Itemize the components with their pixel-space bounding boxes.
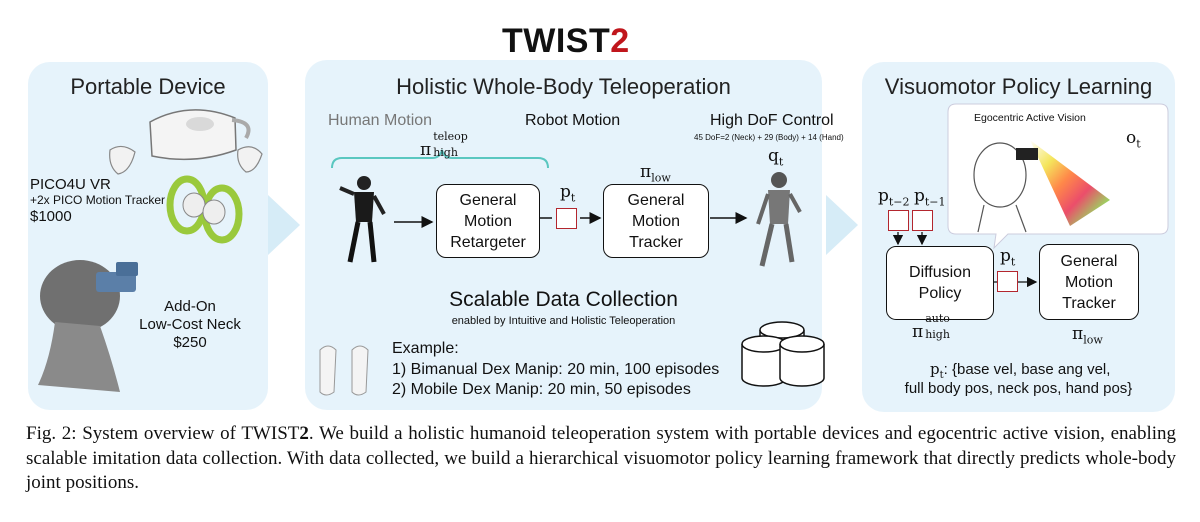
pt-definition-line1: pt: {base vel, base ang vel, <box>930 360 1111 381</box>
teleoperation-panel <box>305 60 822 410</box>
example-1: 1) Bimanual Dex Manip: 20 min, 100 episo… <box>392 361 720 378</box>
vr-controller-icon <box>109 145 263 175</box>
policy-learning-title: Visuomotor Policy Learning <box>884 74 1153 99</box>
teleop-brace <box>331 149 549 169</box>
p-t-right: pt <box>1000 246 1016 269</box>
pi-low-mid: πlow <box>640 162 671 185</box>
human-motion-label: Human Motion <box>328 112 433 129</box>
pt-marker-mid <box>556 208 577 229</box>
pt-minus2-marker <box>888 210 909 231</box>
robot-figure-icon <box>756 172 802 267</box>
scalable-subtitle: enabled by Intuitive and Holistic Teleop… <box>451 315 676 327</box>
dof-note: 45 DoF=2 (Neck) + 29 (Body) + 14 (Hand) <box>694 133 844 142</box>
title-suffix: 2 <box>610 22 630 60</box>
scalable-title: Scalable Data Collection <box>449 288 678 311</box>
pt-definition-line2: full body pos, neck pos, hand pos} <box>904 380 1133 397</box>
device1-name: PICO4U VR <box>30 176 111 193</box>
ego-vision-label: Egocentric Active Vision <box>974 112 1086 124</box>
flow-chevron-left <box>268 195 300 255</box>
database-icon <box>741 321 825 387</box>
motion-tracker-icon <box>166 175 243 244</box>
camera-icon <box>1016 148 1038 160</box>
high-dof-label: High DoF Control <box>710 112 834 129</box>
example-title: Example: <box>392 340 459 357</box>
device1-detail: +2x PICO Motion Tracker <box>30 193 166 207</box>
flow-chevron-right <box>826 195 858 255</box>
p-t-mid: pt <box>560 182 576 205</box>
example-2: 2) Mobile Dex Manip: 20 min, 50 episodes <box>392 381 691 398</box>
p-t-minus2: pt−2 <box>878 186 910 209</box>
device2-price: $250 <box>173 334 207 351</box>
o-t-label: ot <box>1126 128 1141 151</box>
pt-marker-right <box>997 271 1018 292</box>
figure-title: TWIST2 <box>502 22 630 60</box>
robot-motion-label: Robot Motion <box>525 112 621 129</box>
teleoperation-title: Holistic Whole-Body Teleoperation <box>396 74 731 99</box>
pi-low-right: πlow <box>1072 324 1103 347</box>
figure-caption: Fig. 2: System overview of TWIST2. We bu… <box>26 423 1176 493</box>
robot-head-sketch <box>973 142 1027 208</box>
device2-line2: Low-Cost Neck <box>139 316 241 333</box>
portable-device-title: Portable Device <box>70 74 226 99</box>
human-figure-icon <box>339 176 386 263</box>
ego-vision-bubble <box>947 103 1169 250</box>
p-t-minus1: pt−1 <box>914 186 946 209</box>
handheld-controller-icon <box>319 345 369 396</box>
camera-cone <box>1030 140 1110 226</box>
q-t-label: qt <box>768 146 784 169</box>
device1-price: $1000 <box>30 208 72 225</box>
neck-head-icon <box>38 260 138 392</box>
vr-headset-icon <box>149 109 251 161</box>
device2-line1: Add-On <box>164 298 216 315</box>
pt-minus1-marker <box>912 210 933 231</box>
